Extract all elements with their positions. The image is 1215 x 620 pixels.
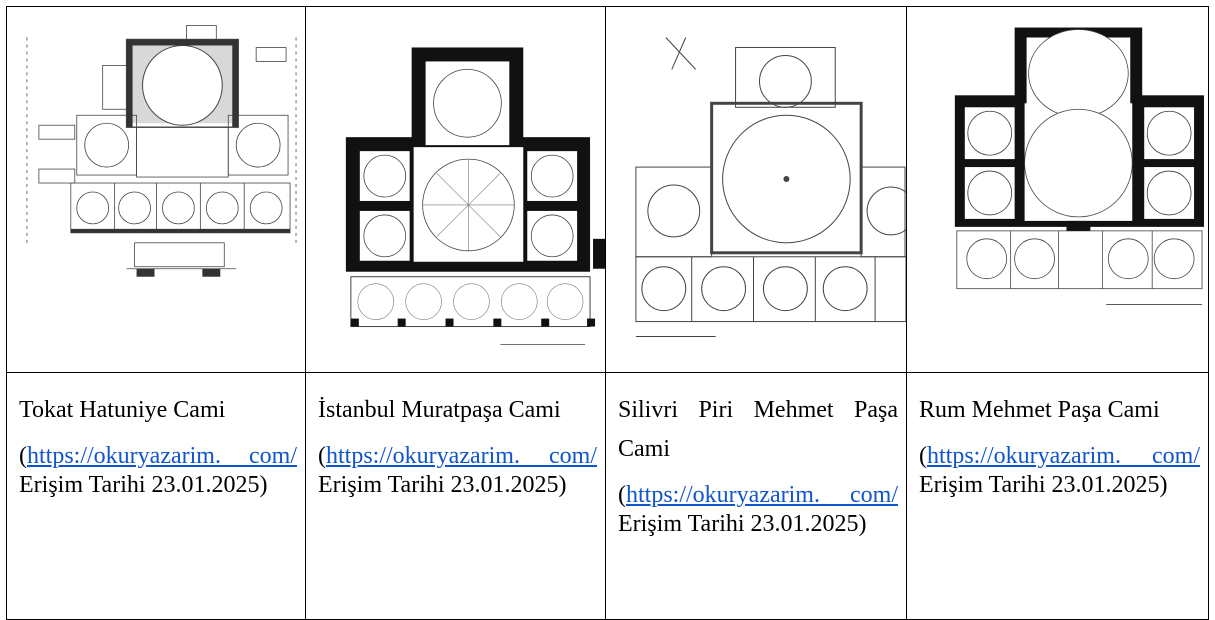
caption-cell: İstanbul Muratpaşa Cami (https://okuryaz… — [305, 372, 606, 620]
mosque-name: Silivri Piri Mehmet Paşa Cami — [618, 397, 898, 462]
source-link[interactable]: https://okuryazarim. com/ — [626, 482, 898, 508]
plan-image-cell — [906, 6, 1209, 373]
caption-row: Tokat Hatuniye Cami (https://okuryazarim… — [6, 372, 1209, 620]
tokat-hatuniye-plan-drawing — [26, 25, 297, 277]
access-date: 23.01.2025 — [450, 472, 559, 498]
access-date: 23.01.2025 — [151, 472, 260, 498]
source-link[interactable]: https://okuryazarim. com/ — [27, 443, 297, 469]
plan-image-cell — [6, 6, 306, 373]
mosque-name: İstanbul Muratpaşa Cami — [318, 397, 561, 423]
source-citation: (https://okuryazarim. com/ Erişim Tarihi… — [19, 443, 297, 498]
caption-cell: Rum Mehmet Paşa Cami (https://okuryazari… — [906, 372, 1209, 620]
source-link[interactable]: https://okuryazarim. com/ — [326, 443, 597, 469]
mosque-plan-table: Tokat Hatuniye Cami (https://okuryazarim… — [6, 6, 1209, 620]
access-date: 23.01.2025 — [750, 511, 859, 537]
mosque-name: Rum Mehmet Paşa Cami — [919, 397, 1160, 423]
silivri-piri-mehmet-pasa-plan-drawing — [635, 37, 906, 338]
source-link[interactable]: https://okuryazarim. com/ — [927, 443, 1200, 469]
source-citation: (https://okuryazarim. com/ Erişim Tarihi… — [919, 443, 1200, 498]
source-citation: (https://okuryazarim. com/ Erişim Tarihi… — [318, 443, 597, 498]
access-label: Erişim Tarihi — [618, 511, 745, 537]
plan-image-cell — [605, 6, 907, 373]
rum-mehmet-pasa-plan-drawing — [954, 27, 1205, 306]
caption-cell: Tokat Hatuniye Cami (https://okuryazarim… — [6, 372, 306, 620]
mosque-name: Tokat Hatuniye Cami — [19, 397, 226, 423]
istanbul-muratpasa-plan-drawing — [345, 47, 605, 345]
access-label: Erişim Tarihi — [318, 472, 445, 498]
plan-image-cell — [305, 6, 606, 373]
caption-cell: Silivri Piri Mehmet Paşa Cami (https://o… — [605, 372, 907, 620]
image-row — [6, 6, 1209, 373]
access-label: Erişim Tarihi — [19, 472, 146, 498]
access-date: 23.01.2025 — [1051, 472, 1160, 498]
access-label: Erişim Tarihi — [919, 472, 1046, 498]
source-citation: (https://okuryazarim. com/ Erişim Tarihi… — [618, 482, 898, 537]
